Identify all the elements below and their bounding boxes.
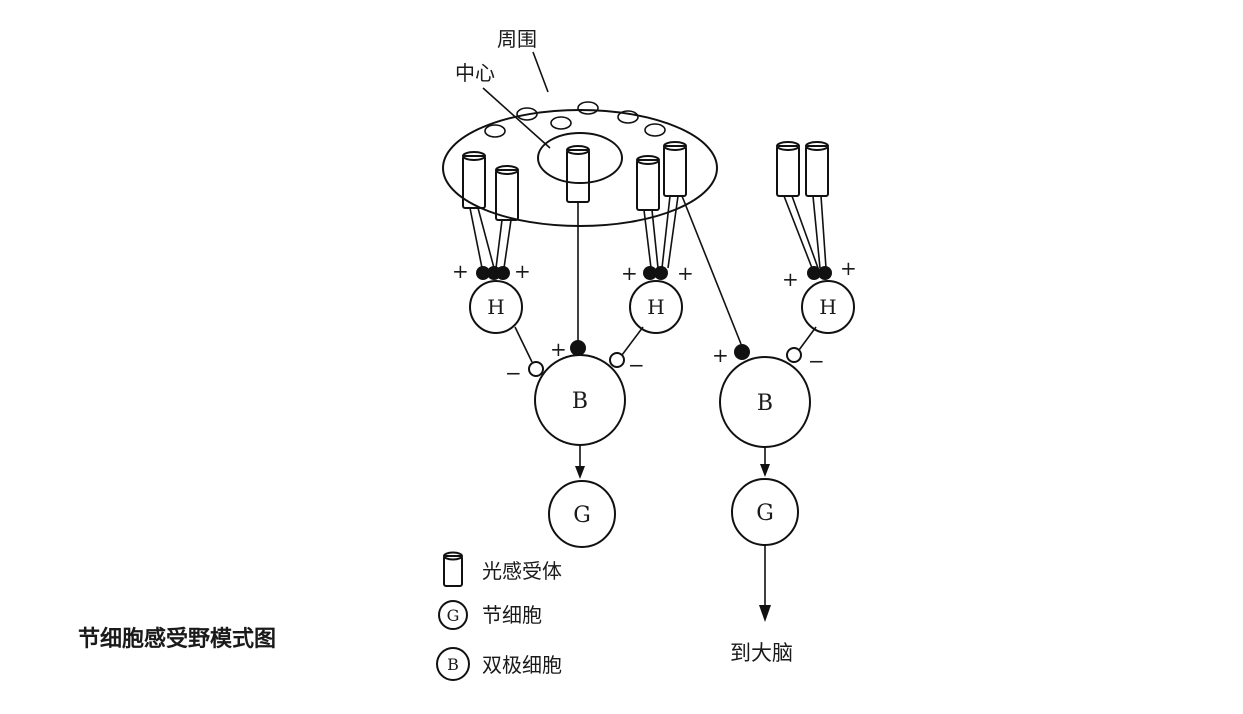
center-region: [538, 133, 622, 183]
legend-label: 光感受体: [482, 559, 562, 583]
svg-text:+: +: [712, 343, 729, 367]
horizontal-cell: H: [802, 281, 854, 333]
surround-leader: [533, 52, 548, 92]
surround-label: 周围: [497, 27, 537, 51]
bipolar-cell: B: [535, 355, 625, 445]
to-brain-arrow: [759, 545, 771, 622]
photoreceptor-icon: [777, 142, 799, 196]
photoreceptor-icon: [806, 142, 828, 196]
svg-text:G: G: [756, 501, 774, 526]
svg-text:−: −: [505, 361, 522, 385]
svg-text:B: B: [757, 391, 773, 416]
legend-item-ganglion: G 节细胞: [439, 601, 542, 629]
svg-text:H: H: [647, 295, 664, 319]
ganglion-cell: G: [732, 479, 798, 545]
photoreceptors: [463, 142, 828, 220]
horizontal-cell: H: [470, 281, 522, 333]
svg-text:+: +: [782, 267, 799, 291]
photoreceptor-icon: [444, 553, 462, 587]
legend-item-photoreceptor: 光感受体: [444, 553, 562, 587]
svg-text:−: −: [628, 353, 645, 377]
svg-text:B: B: [572, 389, 588, 414]
svg-text:−: −: [808, 349, 825, 373]
svg-text:B: B: [447, 655, 459, 674]
legend: 光感受体 G 节细胞 B 双极细胞: [437, 553, 562, 681]
svg-text:+: +: [514, 259, 531, 283]
legend-label: 节细胞: [482, 603, 542, 627]
center-label: 中心: [455, 61, 495, 85]
svg-text:H: H: [487, 295, 504, 319]
photoreceptor-icon: [637, 156, 659, 210]
bipolar-to-ganglion-arrows: [575, 445, 770, 479]
svg-text:+: +: [840, 256, 857, 280]
photoreceptor-icon: [496, 166, 518, 220]
legend-label: 双极细胞: [482, 653, 562, 677]
svg-text:H: H: [819, 295, 836, 319]
figure-caption: 节细胞感受野模式图: [78, 626, 276, 652]
svg-text:G: G: [573, 503, 591, 528]
horizontal-cell: H: [630, 281, 682, 333]
svg-text:+: +: [677, 261, 694, 285]
to-brain-label: 到大脑: [730, 641, 793, 665]
photoreceptor-icon: [567, 146, 589, 202]
surround-spot: [645, 124, 665, 136]
svg-text:+: +: [452, 259, 469, 283]
ganglion-cell: G: [549, 481, 615, 547]
legend-item-bipolar: B 双极细胞: [437, 648, 562, 680]
svg-text:+: +: [621, 261, 638, 285]
svg-text:G: G: [447, 606, 460, 625]
surround-spot: [578, 102, 598, 114]
inhibitory-synapses: [529, 348, 801, 376]
surround-spot: [551, 117, 571, 129]
surround-label-group: 周围: [497, 27, 548, 92]
bipolar-cell: B: [720, 357, 810, 447]
center-leader: [483, 88, 550, 148]
surround-spot: [485, 125, 505, 137]
photoreceptor-icon: [664, 142, 686, 196]
